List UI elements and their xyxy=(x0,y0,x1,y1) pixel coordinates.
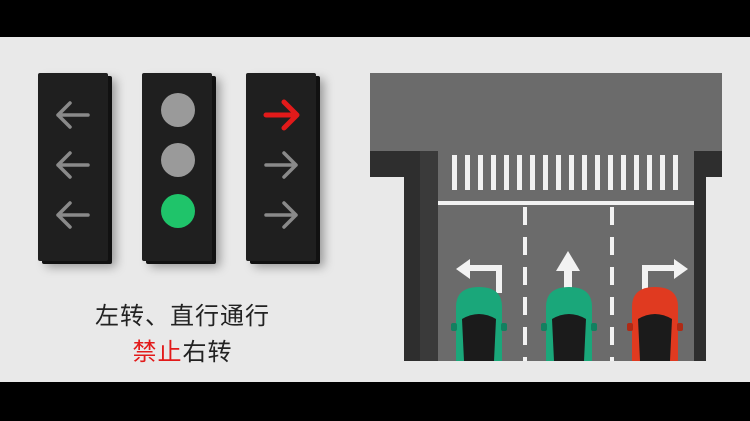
middle-lamp-icon xyxy=(161,143,195,177)
crosswalk xyxy=(452,155,678,190)
right-arrow-icon xyxy=(264,201,298,229)
left-arrow-icon xyxy=(56,201,90,229)
caption-forbidden: 禁止 xyxy=(132,338,183,366)
car-right-lane xyxy=(627,287,683,361)
right-turn-signal xyxy=(246,73,316,261)
caption-line-1: 左转、直行通行 xyxy=(95,302,270,330)
stop-line xyxy=(438,201,694,205)
sidewalk-right xyxy=(694,151,722,361)
intersection-illustration xyxy=(370,73,722,361)
top-lamp-icon xyxy=(161,93,195,127)
caption-line-2: 禁止右转 xyxy=(40,332,325,367)
left-arrow-icon xyxy=(56,151,90,179)
left-arrow-icon xyxy=(56,101,90,129)
left-turn-arrow-icon xyxy=(456,259,502,293)
sidewalk-left xyxy=(370,151,438,361)
straight-arrow-icon xyxy=(556,251,580,291)
straight-signal xyxy=(142,73,212,261)
left-turn-signal xyxy=(38,73,108,261)
car-left-lane xyxy=(451,287,507,361)
caption-right-turn: 右转 xyxy=(182,338,233,366)
lane-divider xyxy=(523,207,614,361)
right-turn-arrow-icon xyxy=(642,259,688,293)
red-right-arrow-icon xyxy=(263,99,300,131)
right-arrow-icon xyxy=(264,151,298,179)
car-middle-lane xyxy=(541,287,597,361)
green-lamp-icon xyxy=(161,194,195,228)
